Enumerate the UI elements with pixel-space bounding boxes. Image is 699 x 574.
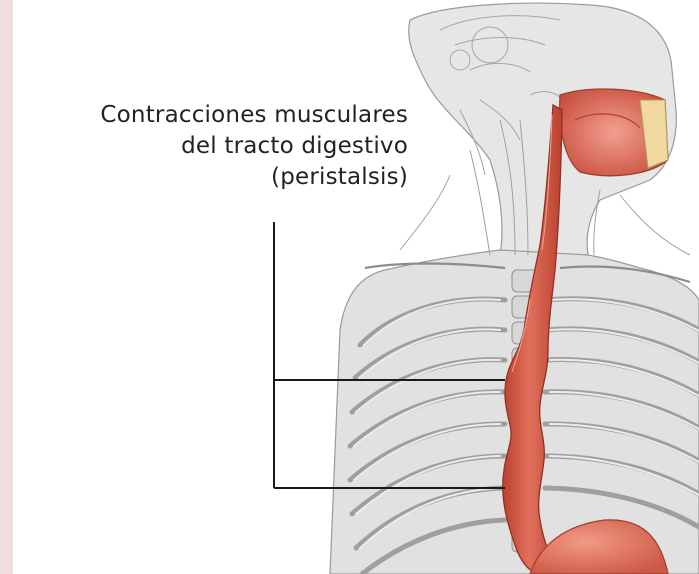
oral-cavity [560,89,668,176]
caption-line-1: Contracciones musculares [100,100,408,131]
peristalsis-caption: Contracciones musculares del tracto dige… [100,100,408,193]
caption-line-3: (peristalsis) [100,162,408,193]
caption-line-2: del tracto digestivo [100,131,408,162]
